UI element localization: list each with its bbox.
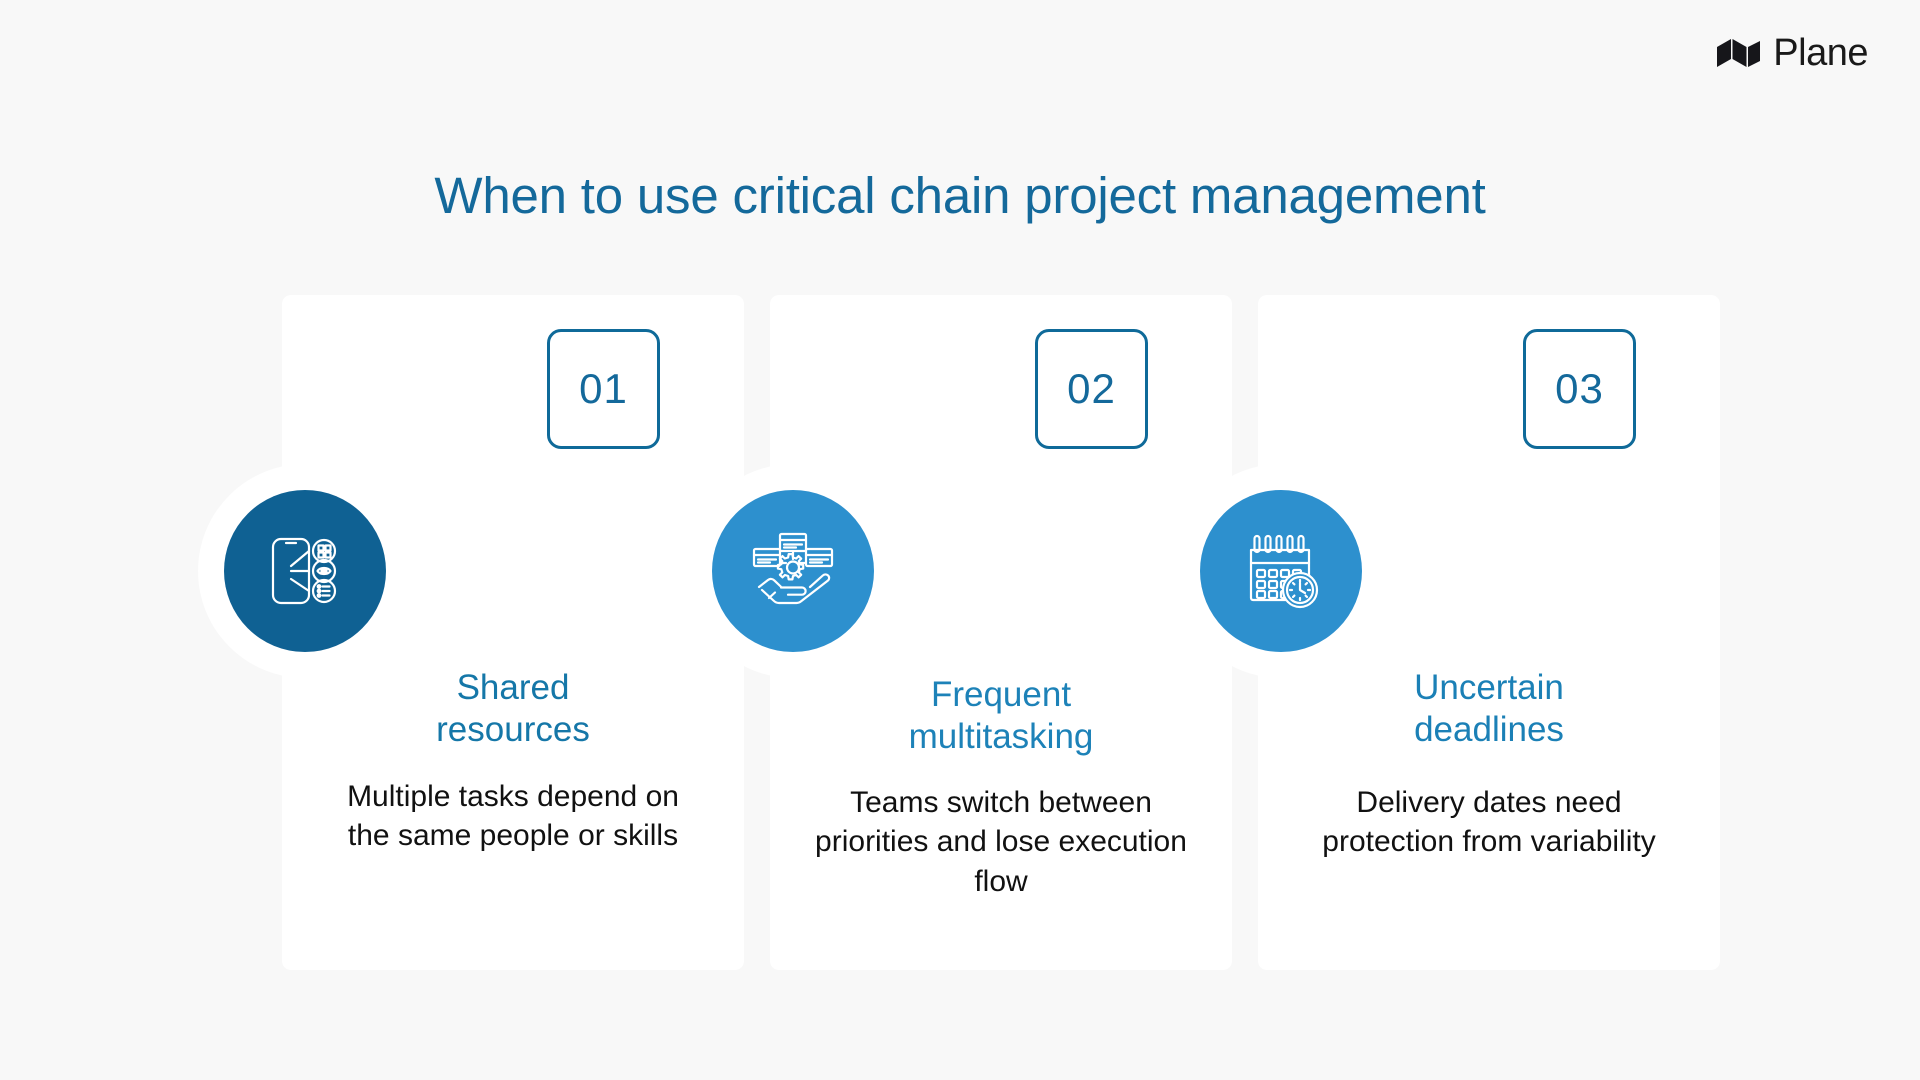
card-body-text: Multiple tasks depend on the same people… [347, 780, 679, 853]
card-number-badge: 01 [547, 329, 660, 449]
card-number-badge: 03 [1523, 329, 1636, 449]
plane-logo-icon [1717, 39, 1761, 67]
brand-name: Plane [1773, 32, 1868, 74]
card-frequent-multitasking: 02 [686, 295, 1232, 970]
card-number-badge: 02 [1035, 329, 1148, 449]
card-body-text: Teams switch between priorities and lose… [815, 786, 1187, 898]
card-icon-wrapper [686, 464, 900, 678]
cards-row: 01 [198, 295, 1720, 970]
card-heading-line1: Uncertain [1414, 668, 1564, 707]
card-heading-line2: resources [436, 709, 590, 749]
hand-gear-windows-icon [712, 490, 874, 652]
card-heading: Frequent multitasking [770, 674, 1232, 757]
brand-logo: Plane [1715, 34, 1868, 72]
mobile-network-nodes-icon [224, 490, 386, 652]
card-icon-wrapper [1174, 464, 1388, 678]
card-heading-line2: multitasking [908, 716, 1094, 756]
card-icon-wrapper [198, 464, 412, 678]
card-heading-line1: Frequent [930, 675, 1072, 714]
card-heading-line2: deadlines [1414, 709, 1564, 749]
card-heading: Uncertain deadlines [1258, 667, 1720, 750]
page-title: When to use critical chain project manag… [434, 167, 1486, 224]
calendar-clock-icon [1200, 490, 1362, 652]
card-body-text: Delivery dates need protection from vari… [1322, 786, 1656, 859]
card-heading: Shared resources [282, 667, 744, 750]
card-uncertain-deadlines: 03 [1174, 295, 1720, 970]
card-heading-line1: Shared [456, 668, 570, 707]
card-shared-resources: 01 [198, 295, 744, 970]
